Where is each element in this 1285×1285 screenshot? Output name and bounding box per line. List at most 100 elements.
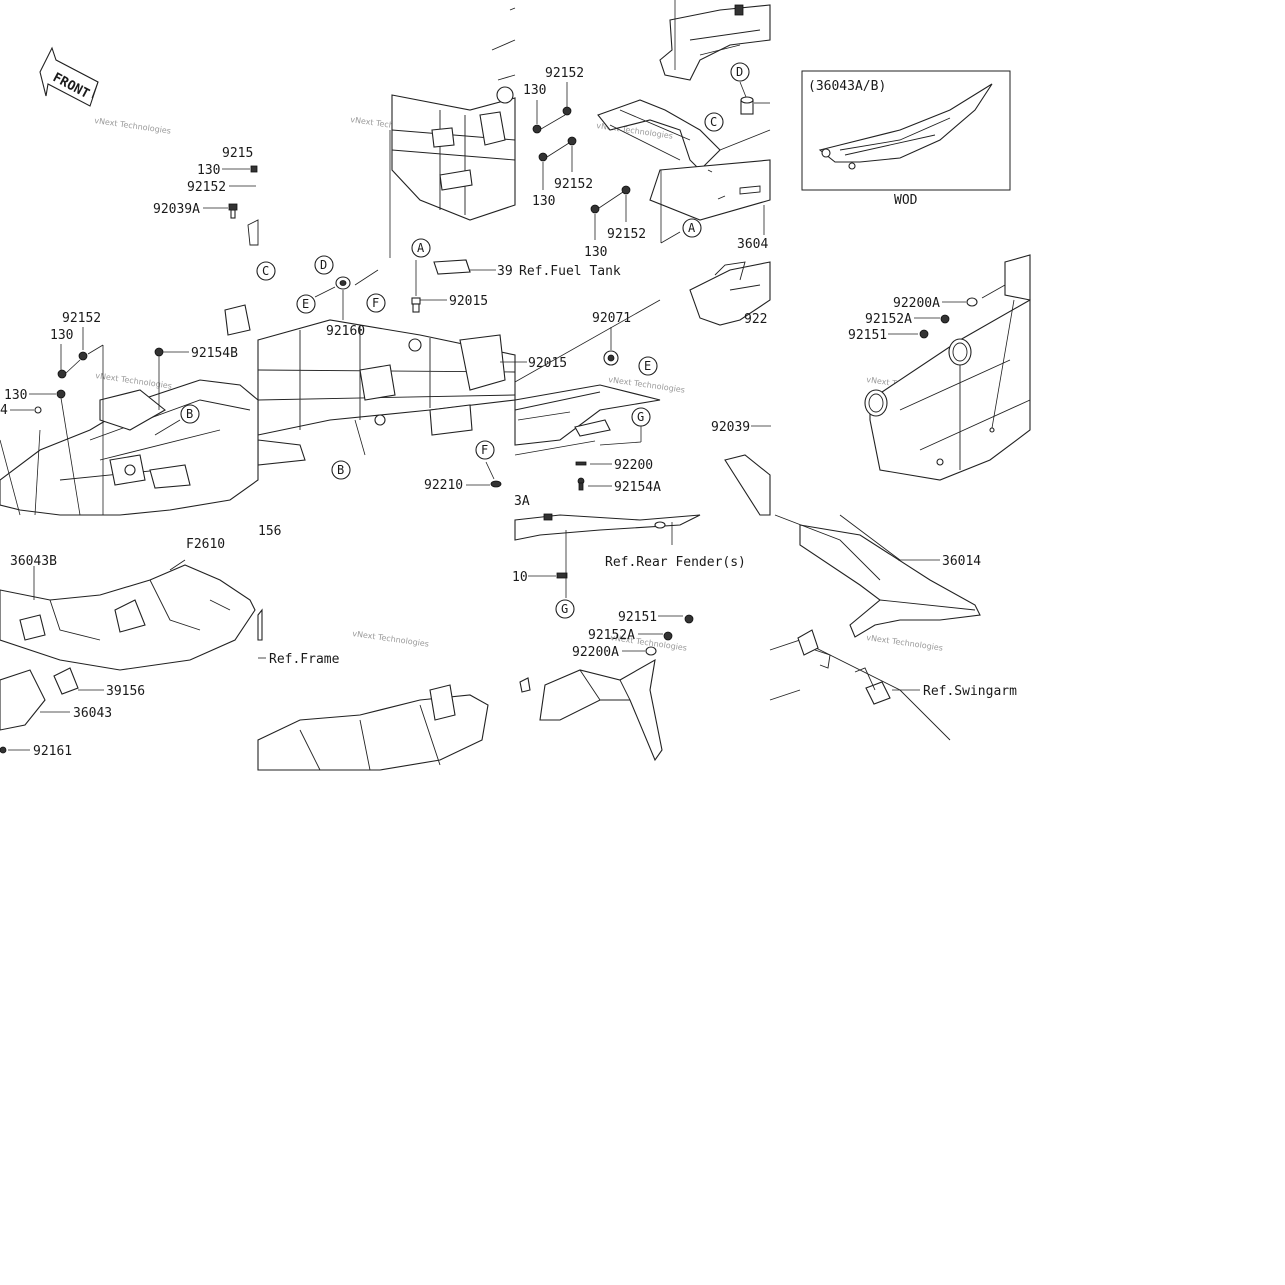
cowl-36043B-drawing xyxy=(0,559,256,731)
bolts-130-92152: 92152 130 130 92152 130 92152 3604 xyxy=(523,66,768,260)
callout-letter: F xyxy=(372,296,379,310)
clip-92210: 92210 xyxy=(424,461,502,493)
bushing-92160: 92160 xyxy=(314,269,379,339)
part-label: 92161 xyxy=(33,744,72,759)
part-label: 39 xyxy=(497,264,513,279)
callout-letter: G xyxy=(637,410,644,424)
part-label: 36043B xyxy=(10,554,57,569)
part-label: 9215 xyxy=(222,146,253,161)
wod-variant-label: (36043A/B) xyxy=(808,79,886,94)
callout-b-1: B xyxy=(180,404,200,424)
part-label: 92200A xyxy=(572,645,619,660)
callout-letter: C xyxy=(262,264,269,278)
seat-cowl-drawing: 922 xyxy=(514,261,771,516)
part-label: 92152 xyxy=(607,227,646,242)
part-label: 92152A xyxy=(865,312,912,327)
ref-fuel-tank-label: Ref.Fuel Tank xyxy=(519,264,621,279)
callout-b-2: B xyxy=(331,460,351,480)
part-92039: 92039 xyxy=(711,420,771,435)
callout-letter: F xyxy=(481,443,488,457)
watermark: vNext Technologies xyxy=(95,371,173,391)
part-label: 130 xyxy=(4,388,27,403)
part-label: 92071 xyxy=(592,311,631,326)
part-label: 92151 xyxy=(618,610,657,625)
rear-mount-drawing xyxy=(864,254,1031,481)
part-label: 130 xyxy=(523,83,546,98)
bolt-92015: 92015 xyxy=(411,260,488,313)
part-label: 3A xyxy=(514,494,530,509)
swingarm-guard-drawing: 36014 Ref.Swingarm xyxy=(769,514,1017,741)
part-label: 92152 xyxy=(187,180,226,195)
callout-f-2: F xyxy=(475,440,495,460)
wod-inset: (36043A/B) WOD xyxy=(801,70,1011,208)
part-label: 922 xyxy=(744,312,767,327)
frame-upper-drawing xyxy=(389,7,516,258)
part-label: 92160 xyxy=(326,324,365,339)
part-label: 92151 xyxy=(848,328,887,343)
part-label: 130 xyxy=(50,328,73,343)
left-upper-fasteners: 9215 130 92152 92039A xyxy=(153,146,259,246)
callout-g-1: G xyxy=(631,407,651,427)
part-label: 3604 xyxy=(737,237,768,252)
cowl-36043B-labels: 36043B F2610 xyxy=(10,537,225,569)
callout-letter: A xyxy=(688,221,696,235)
front-arrow-icon: FRONT xyxy=(39,46,99,107)
part-label: 4 xyxy=(0,403,8,418)
callout-g-2: G xyxy=(555,599,575,619)
callout-g-leaders xyxy=(599,426,642,446)
ref-swingarm-label: Ref.Swingarm xyxy=(923,684,1017,699)
callout-letter: B xyxy=(337,463,344,477)
part-label: 92039 xyxy=(711,420,750,435)
ref-frame-label: Ref.Frame xyxy=(269,652,340,667)
part-label: 130 xyxy=(584,245,607,260)
callout-a-2: A xyxy=(682,218,702,238)
callout-letter: D xyxy=(736,65,743,79)
part-label: 92152 xyxy=(62,311,101,326)
part-label: 92152A xyxy=(588,628,635,643)
part-label: 130 xyxy=(197,163,220,178)
part-label: 92200 xyxy=(614,458,653,473)
part-label: 130 xyxy=(532,194,555,209)
fasteners-right-upper: 92200A 92152A 92151 xyxy=(848,296,978,343)
callout-c-1: C xyxy=(256,261,276,281)
fasteners-fender: 92151 92152A 92200A xyxy=(572,610,694,660)
part-label: 92039A xyxy=(153,202,200,217)
wod-label: WOD xyxy=(894,193,918,208)
fuel-tank-ref: 39 Ref.Fuel Tank xyxy=(433,259,621,279)
watermark: vNext Technologies xyxy=(94,116,172,136)
callout-letter: E xyxy=(644,359,651,373)
left-lower-fasteners: 92152 130 92154B 130 4 xyxy=(0,311,238,516)
watermark: vNext Technologies xyxy=(866,633,944,653)
callout-a-1: A xyxy=(411,238,431,258)
part-label: 10 xyxy=(512,570,528,585)
part-label: 92200A xyxy=(893,296,940,311)
bushing-d xyxy=(739,81,770,115)
part-label: 39156 xyxy=(106,684,145,699)
callout-d-1: D xyxy=(314,255,334,275)
callout-d-2: D xyxy=(730,62,750,82)
callout-letter: A xyxy=(417,241,425,255)
watermark: vNext Technologies xyxy=(352,629,430,649)
callout-letter: B xyxy=(186,407,193,421)
f2610-label: F2610 xyxy=(186,537,225,552)
part-label: 92015 xyxy=(449,294,488,309)
callout-letter: G xyxy=(561,602,568,616)
callout-e-2: E xyxy=(638,356,658,376)
seat-bracket-drawing xyxy=(597,0,771,221)
part-label: 36043 xyxy=(73,706,112,721)
callout-f-1: F xyxy=(366,293,386,313)
part-label: 92154B xyxy=(191,346,238,361)
frame-middle-drawing xyxy=(257,319,516,466)
callout-letter: C xyxy=(710,115,717,129)
callout-letter: E xyxy=(302,297,309,311)
part-label: 92152 xyxy=(545,66,584,81)
left-cowl-drawing xyxy=(0,304,259,516)
frame-lower-drawing: 156 Ref.Frame xyxy=(257,524,489,771)
grommet-92071: 92071 xyxy=(592,311,631,366)
part-label: 36014 xyxy=(942,554,981,569)
part-label: 92152 xyxy=(554,177,593,192)
callout-letter: D xyxy=(320,258,327,272)
part-label: 92154A xyxy=(614,480,661,495)
fasteners-92200-92154A: 92200 92154A xyxy=(575,458,661,495)
